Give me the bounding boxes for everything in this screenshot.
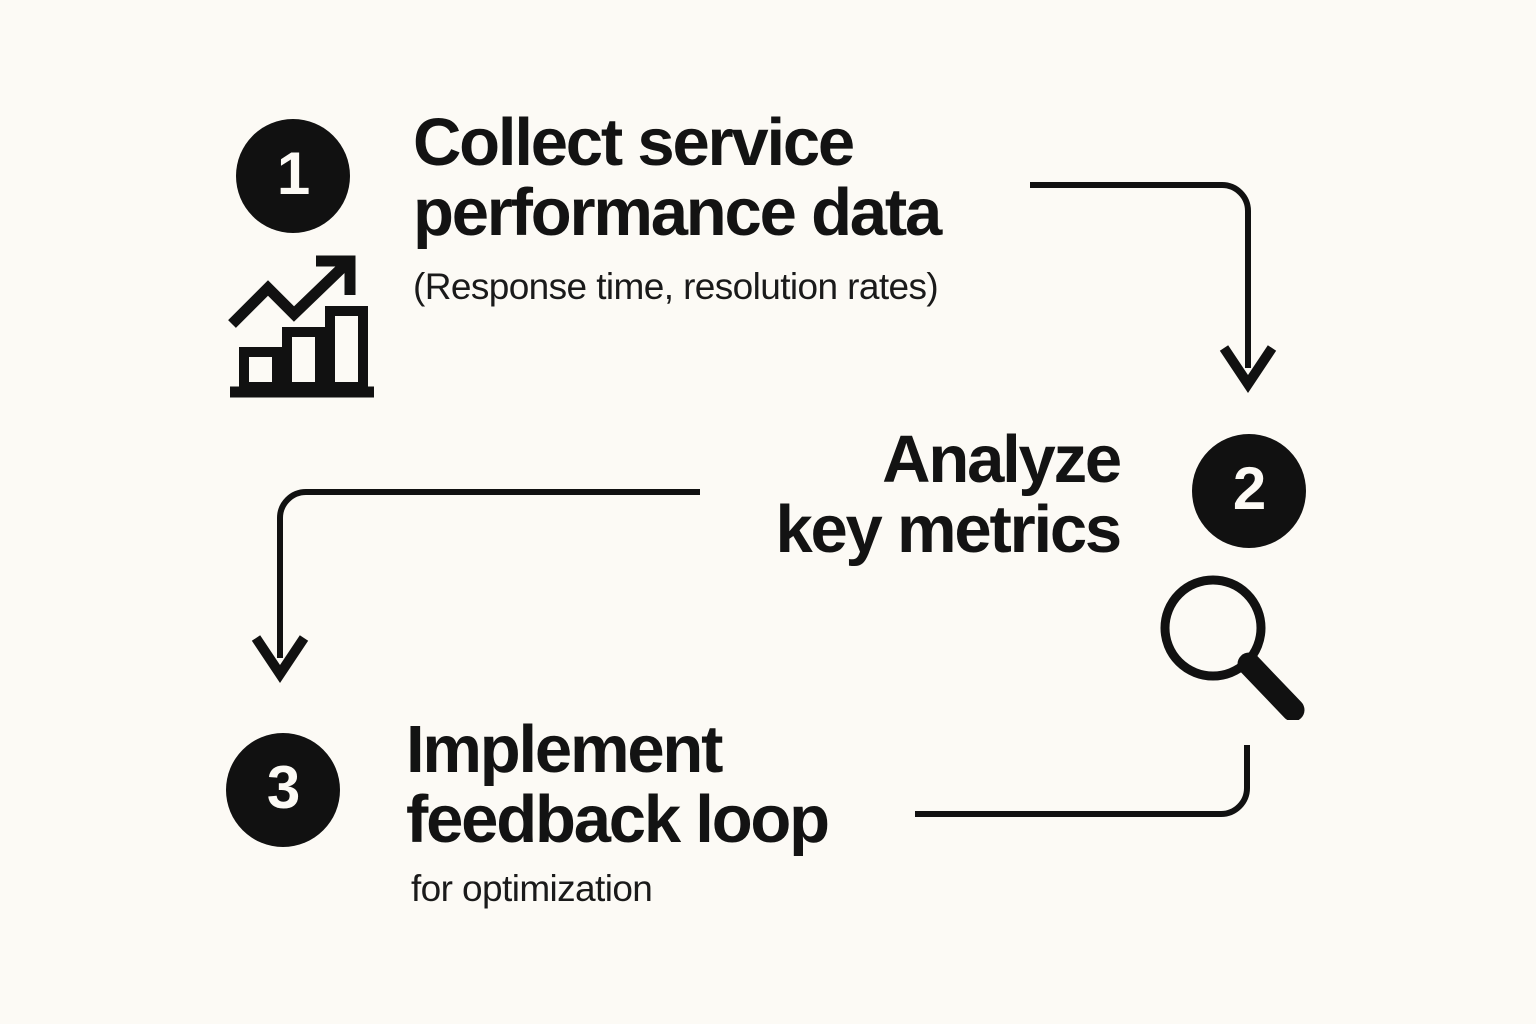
arrowhead-down-icon: [1219, 345, 1277, 394]
step-1-title: Collect service performance data: [413, 105, 942, 250]
bar-chart-growth-icon-svg: [228, 255, 374, 398]
arrowhead-down-icon: [251, 635, 309, 684]
step-badge-2: 2: [1192, 434, 1306, 548]
step-2-title: Analyze key metrics: [775, 422, 1122, 567]
connector-path: [915, 745, 1250, 817]
bar-chart-growth-icon: [222, 252, 382, 407]
step-badge-3: 3: [226, 733, 340, 847]
step-1-subtitle: (Response time, resolution rates): [413, 266, 939, 307]
step-3-title: Implement feedback loop: [406, 712, 830, 857]
step-badge-3-number: 3: [266, 754, 300, 821]
magnifying-glass-icon-svg: [1160, 575, 1305, 722]
step-badge-2-number: 2: [1232, 455, 1266, 522]
step-badge-1: 1: [236, 119, 350, 233]
step-3-subtitle: for optimization: [411, 868, 653, 909]
connector-step2-to-step3: [915, 745, 1250, 817]
connector-path: [1030, 182, 1251, 368]
connector-step1-to-step2: [1030, 182, 1277, 394]
step-badge-1-number: 1: [276, 140, 310, 207]
magnifying-glass-icon: [1155, 570, 1310, 725]
